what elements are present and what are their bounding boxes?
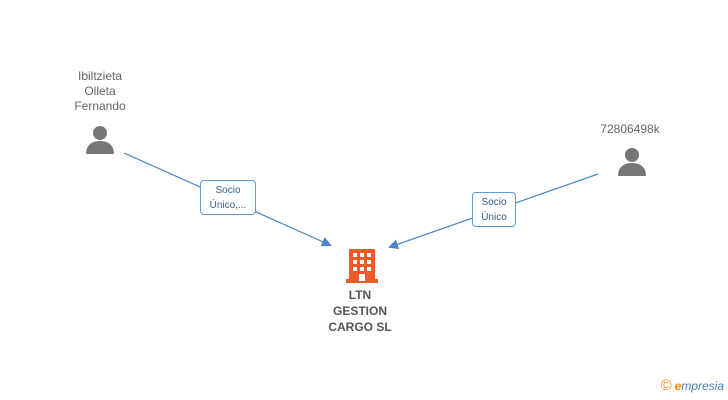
relation-right-line-2: Único bbox=[481, 212, 507, 223]
person-right-name-line-1: 72806498k bbox=[600, 122, 660, 136]
brand-name: mpresia bbox=[681, 379, 724, 393]
person-left-name-line-3: Fernando bbox=[74, 99, 126, 113]
brand-initial: e bbox=[674, 379, 682, 393]
person-icon[interactable] bbox=[617, 146, 647, 176]
company-name-line-3: CARGO SL bbox=[328, 320, 392, 334]
building-icon[interactable] bbox=[345, 247, 379, 283]
person-icon[interactable] bbox=[85, 124, 115, 154]
company-label[interactable]: LTN GESTION CARGO SL bbox=[310, 287, 410, 335]
relation-right-line-1: Socio bbox=[481, 197, 507, 208]
relation-left-line-1: Socio bbox=[215, 185, 241, 196]
relation-label-left[interactable]: Socio Único,... bbox=[200, 180, 256, 215]
company-name-line-1: LTN bbox=[348, 288, 372, 302]
person-left-label[interactable]: Ibiltzieta Olleta Fernando bbox=[50, 69, 150, 114]
person-left-name-line-1: Ibiltzieta bbox=[77, 69, 123, 83]
copyright-icon: © bbox=[660, 377, 672, 394]
relation-label-right[interactable]: Socio Único bbox=[472, 192, 516, 227]
company-name-line-2: GESTION bbox=[332, 304, 387, 318]
brand-watermark: ©empresia bbox=[661, 377, 724, 394]
relation-left-line-2: Único,... bbox=[209, 200, 247, 211]
person-left-name-line-2: Olleta bbox=[84, 84, 116, 98]
person-right-label[interactable]: 72806498k bbox=[585, 122, 675, 137]
